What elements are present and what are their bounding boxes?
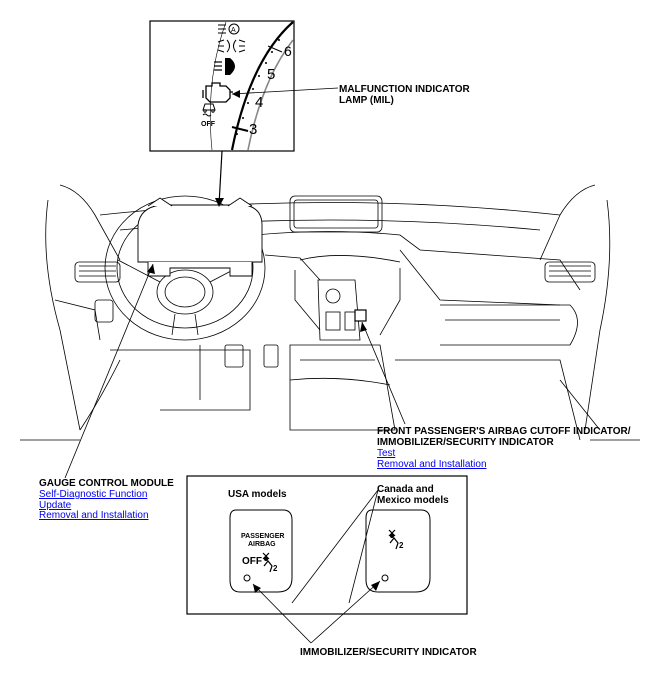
traction-control-icon: [202, 103, 216, 117]
gauge-self-diagnostic-link[interactable]: Self-Diagnostic Function: [39, 489, 148, 500]
usa-models-title: USA models: [228, 489, 287, 500]
traction-off-label: OFF: [201, 121, 216, 128]
gauge-control-module-outline: [137, 197, 263, 277]
airbag-cutoff-removal-link[interactable]: Removal and Installation: [377, 459, 487, 470]
passenger-label: PASSENGER: [241, 533, 284, 540]
mil-callout-line2: LAMP (MIL): [339, 95, 394, 106]
airbag-cutoff-test-link[interactable]: Test: [377, 448, 396, 459]
parking-light-icon: [217, 39, 246, 53]
airbag-cutoff-indicator-on-dash: [354, 309, 367, 322]
mil-callout-line1: MALFUNCTION INDICATOR: [339, 84, 470, 95]
leader-arrowheads: [147, 90, 380, 593]
seat-subscript-canada: 2: [399, 541, 404, 550]
airbag-label: AIRBAG: [248, 541, 276, 548]
gauge-inset: 3 4 5 6 A: [149, 20, 295, 152]
auto-high-beam-icon: A: [218, 23, 240, 35]
gauge-number-6: 6: [284, 43, 292, 59]
dashboard-illustration: [20, 184, 640, 441]
airbag-off-seat-icon: [262, 552, 273, 573]
gauge-removal-link[interactable]: Removal and Installation: [39, 510, 149, 521]
airbag-cutoff-callout-line2: IMMOBILIZER/SECURITY INDICATOR: [377, 437, 554, 448]
gauge-update-link[interactable]: Update: [39, 500, 72, 511]
check-engine-icon: [202, 82, 233, 103]
indicator-inset: USA models Canada and Mexico models PASS…: [186, 475, 468, 615]
canada-airbag-seat-icon: [388, 529, 399, 550]
immobilizer-callout: IMMOBILIZER/SECURITY INDICATOR: [300, 647, 477, 658]
leader-lines: [64, 87, 406, 644]
canada-title-line2: Mexico models: [377, 495, 449, 506]
canada-security-led: [381, 574, 389, 582]
gauge-number-3: 3: [249, 121, 257, 138]
canada-title-line1: Canada and: [377, 484, 434, 495]
airbag-off-label: OFF: [242, 556, 262, 567]
canada-indicator-panel: [365, 509, 431, 593]
svg-text:A: A: [231, 27, 236, 34]
usa-security-led: [243, 574, 251, 582]
headlight-icon: [214, 58, 235, 75]
usa-indicator-panel: [229, 509, 293, 593]
gauge-number-5: 5: [267, 66, 275, 83]
gauge-number-4: 4: [255, 94, 263, 111]
gauge-control-module-title: GAUGE CONTROL MODULE: [39, 478, 174, 489]
airbag-cutoff-callout-line1: FRONT PASSENGER'S AIRBAG CUTOFF INDICATO…: [377, 426, 631, 437]
seat-subscript-usa: 2: [273, 564, 278, 573]
